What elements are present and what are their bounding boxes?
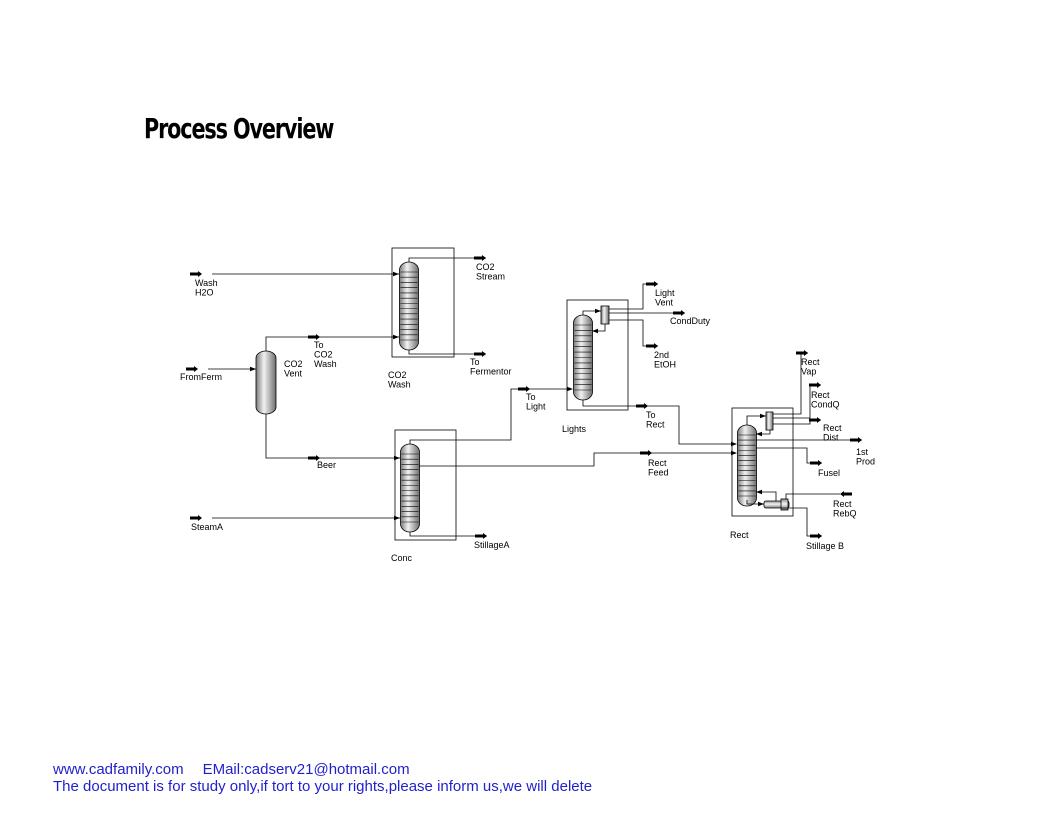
- first-prod-arrow[interactable]: [850, 437, 862, 443]
- beer-inlet-arrow: [394, 455, 400, 461]
- stillage-a-arrow[interactable]: [475, 533, 487, 539]
- conc-column[interactable]: [400, 443, 420, 533]
- column-group: [399, 261, 757, 533]
- footer-contact-line: www.cadfamily.com EMail:cadserv21@hotmail…: [53, 761, 592, 778]
- rect-condenser-arrow: [760, 413, 766, 419]
- light-vent-arrow[interactable]: [646, 281, 658, 287]
- lights-condenser[interactable]: [600, 305, 610, 325]
- lights-inlet-arrow: [567, 386, 573, 392]
- label-from-ferm: FromFerm: [180, 372, 222, 382]
- co2-vent-flash-vessel[interactable]: [255, 348, 277, 417]
- rect-boilup-arrow: [756, 489, 762, 495]
- beer-arrow[interactable]: [308, 455, 320, 461]
- rect-block[interactable]: [731, 407, 794, 517]
- steam-inlet-arrow: [394, 515, 400, 521]
- label-stillage-a: StillageA: [474, 540, 510, 550]
- rect-dist-arrow[interactable]: [809, 417, 821, 423]
- to-co2-wash-arrow[interactable]: [308, 334, 320, 340]
- lights-condenser-arrow: [595, 308, 601, 314]
- fusel-arrow[interactable]: [810, 460, 822, 466]
- rect-inlet-arrow-2: [731, 450, 737, 456]
- rect-column[interactable]: [737, 424, 757, 507]
- stream-arrows: [186, 255, 862, 539]
- footer: www.cadfamily.com EMail:cadserv21@hotmail…: [53, 761, 592, 795]
- co2-wash-block[interactable]: [391, 247, 455, 358]
- rect-vap-arrow[interactable]: [796, 350, 808, 356]
- to-fermentor-arrow[interactable]: [474, 351, 486, 357]
- footer-notice: The document is for study only,if tort t…: [53, 778, 593, 795]
- to-light-arrow[interactable]: [518, 386, 530, 392]
- 2nd-etoh-arrow[interactable]: [646, 343, 658, 349]
- conc-block[interactable]: [394, 429, 457, 541]
- label-unit-lights: Lights: [562, 424, 587, 434]
- vent-inlet-arrow: [393, 334, 399, 340]
- to-rect-arrow[interactable]: [636, 403, 648, 409]
- flash-inlet-arrow: [250, 366, 256, 372]
- label-stillage-b: Stillage B: [806, 541, 844, 551]
- rect-feed-arrow[interactable]: [640, 450, 652, 456]
- label-steam-a: SteamA: [191, 522, 223, 532]
- rect-reboiler[interactable]: [763, 498, 790, 511]
- stillage-b-arrow[interactable]: [810, 533, 822, 539]
- label-cond-duty: CondDuty: [670, 316, 711, 326]
- lights-block[interactable]: [566, 299, 629, 411]
- co2-stream-arrow[interactable]: [474, 255, 486, 261]
- website-link[interactable]: www.cadfamily.com: [53, 761, 184, 778]
- rect-inlet-arrow-1: [731, 441, 737, 447]
- cond-duty-arrow[interactable]: [673, 310, 685, 316]
- from-ferm-arrow[interactable]: [186, 366, 198, 372]
- rect-reflux-arrow: [756, 431, 762, 437]
- steam-a-arrow[interactable]: [190, 515, 202, 521]
- rect-condq-arrow[interactable]: [809, 382, 821, 388]
- co2-wash-column[interactable]: [399, 261, 419, 351]
- lights-reflux-arrow: [592, 328, 598, 334]
- label-fusel: Fusel: [818, 468, 840, 478]
- email-text[interactable]: EMail:cadserv21@hotmail.com: [202, 761, 410, 778]
- label-unit-rect: Rect: [730, 530, 749, 540]
- label-unit-conc: Conc: [391, 553, 413, 563]
- wash-inlet-arrow: [393, 271, 399, 277]
- rect-reboiler-arrow: [758, 501, 764, 507]
- wash-h2o-arrow[interactable]: [190, 271, 202, 277]
- lights-column[interactable]: [573, 314, 593, 401]
- label-beer: Beer: [317, 460, 336, 470]
- rect-condenser[interactable]: [765, 411, 774, 431]
- rect-rebq-arrow[interactable]: [840, 491, 852, 497]
- page-title: Process Overview: [144, 112, 334, 145]
